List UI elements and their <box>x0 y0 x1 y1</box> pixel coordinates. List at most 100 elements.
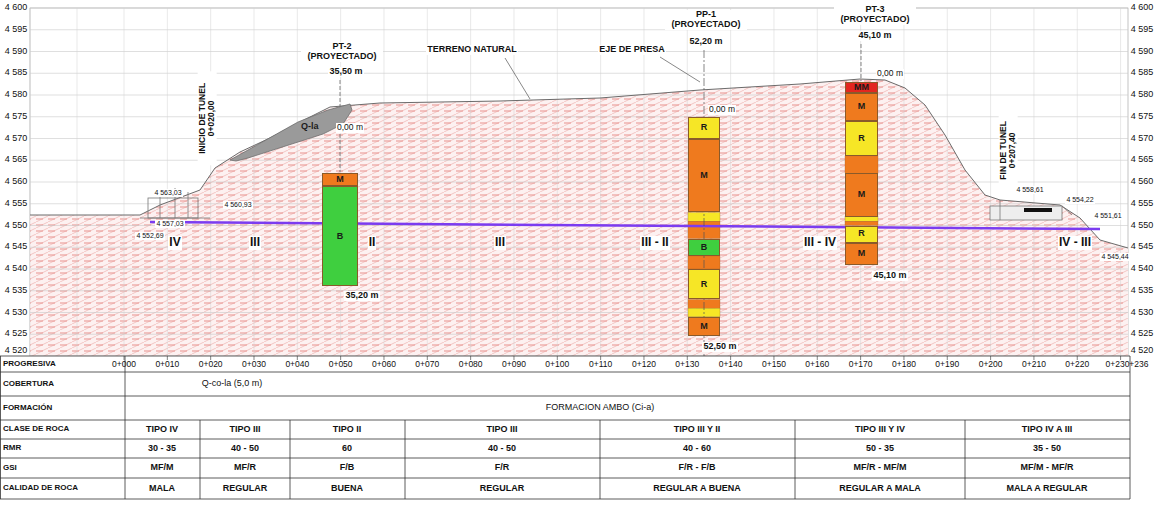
table-rule <box>0 499 1130 500</box>
grid-line <box>167 8 168 356</box>
elevation-tick: 4 580 <box>1131 90 1154 100</box>
station-label: 0+230+236 <box>1105 360 1148 369</box>
table-rule <box>0 458 1130 459</box>
grid-line <box>30 8 1128 9</box>
tunnel-portal <box>148 198 198 218</box>
elevation-tick: 4 595 <box>1131 25 1154 35</box>
station-label: 0+020 <box>199 360 223 369</box>
gsi-cell: F/B <box>340 463 355 473</box>
elevation-tick: 4 585 <box>1131 68 1154 78</box>
grid-line <box>30 116 1128 117</box>
grid-line <box>297 8 298 356</box>
borehole-depth: 45,10 m <box>872 271 907 281</box>
borehole-interval: M <box>845 93 878 121</box>
table-rule <box>0 356 1130 499</box>
borehole-depth: 35,20 m <box>344 291 379 301</box>
grid-line <box>77 8 78 356</box>
elevation-tick: 4 600 <box>1131 3 1154 13</box>
tunnel-portal <box>990 206 1062 220</box>
rock-class-cell: TIPO III Y IV <box>855 425 905 435</box>
deposit-outline <box>230 104 352 161</box>
elevation-tick: 4 565 <box>5 155 28 165</box>
row-header: FORMACIÓN <box>3 404 52 413</box>
station-label: 0+210 <box>1022 360 1046 369</box>
station-label: 0+040 <box>285 360 309 369</box>
rock-class-cell: TIPO II <box>333 425 362 435</box>
table-rule <box>1130 356 1131 499</box>
grid-line <box>30 312 1128 313</box>
leader-line <box>340 44 861 420</box>
borehole-interval: R <box>845 226 878 243</box>
elevation-tick: 4 590 <box>1131 47 1154 57</box>
dam-axis-label: EJE DE PRESA <box>598 45 666 55</box>
rock-quality-cell: MALA <box>149 484 175 494</box>
borehole-interval: M <box>845 173 878 217</box>
grid-line <box>730 8 731 356</box>
elevation-tick: 4 555 <box>5 199 28 209</box>
table-rule <box>125 356 126 499</box>
grid-line <box>124 8 125 356</box>
station-label: 0+130 <box>675 360 699 369</box>
rock-quality-code: B <box>337 232 344 241</box>
tunnel-portal <box>1024 208 1052 212</box>
grid-line <box>30 138 1128 139</box>
elevation-tick: 4 575 <box>5 112 28 122</box>
elevation-tick: 4 560 <box>5 177 28 187</box>
depth-zero: 0,00 m <box>336 123 364 132</box>
gsi-cell: F/R <box>495 463 510 473</box>
elevation-tick: 4 560 <box>1131 177 1154 187</box>
elevation-tick: 4 570 <box>1131 134 1154 144</box>
gsi-cell: MF/R - MF/M <box>854 463 907 473</box>
tunnel-portal <box>1062 206 1072 215</box>
table-rule <box>600 420 601 499</box>
elevation-tick: 4 530 <box>1131 308 1154 318</box>
rmr-cell: 40 - 60 <box>683 444 711 454</box>
table-rule <box>0 396 1130 397</box>
rmr-cell: 35 - 50 <box>1033 444 1061 454</box>
borehole-interval: B <box>688 239 720 256</box>
borehole-interval: M <box>845 243 878 265</box>
plot-frame <box>30 8 1128 356</box>
grid-line <box>30 8 1128 356</box>
grid-line <box>30 290 1128 291</box>
elevation-tick: 4 585 <box>5 68 28 78</box>
rock-class-cell: TIPO III Y II <box>674 425 721 435</box>
table-rule <box>0 439 1130 440</box>
grid-line <box>30 51 1128 52</box>
rock-class-cell: TIPO IV A III <box>1022 425 1072 435</box>
table-rule <box>795 420 796 499</box>
leader-line <box>861 44 862 81</box>
grid-line <box>903 8 904 356</box>
borehole-name: PP-1 (PROYECTADO) <box>665 10 747 30</box>
portal-elevation: 4 557,03 <box>155 220 184 228</box>
elevation-tick: 4 600 <box>5 3 28 13</box>
leader-line <box>505 58 530 99</box>
station-label: 0+100 <box>545 360 569 369</box>
elevation-tick: 4 550 <box>1131 221 1154 231</box>
borehole-depth: 52,50 m <box>702 342 737 352</box>
grid-line <box>30 182 1128 183</box>
rmr-cell: 50 - 35 <box>866 444 894 454</box>
elevation-tick: 4 535 <box>1131 286 1154 296</box>
leader-line <box>660 57 700 82</box>
rock-quality-code: M <box>700 322 708 331</box>
cover-cell: Q-co-la (5,0 m) <box>202 379 263 389</box>
station-label: 0+030 <box>242 360 266 369</box>
rock-quality-cell: REGULAR A MALA <box>839 484 920 494</box>
rock-class-numeral: III - II <box>640 236 669 249</box>
rock-quality-cell: REGULAR <box>223 484 268 494</box>
table-rule <box>290 420 291 499</box>
elevation-tick: 4 550 <box>5 221 28 231</box>
rock-quality-code: M <box>858 249 866 258</box>
deposit-outline <box>228 100 353 162</box>
station-label: 0+170 <box>849 360 873 369</box>
table-rule <box>0 478 1130 479</box>
rock-mass <box>30 79 1128 356</box>
rock-class-cell: TIPO IV <box>146 425 178 435</box>
tunnel-portal <box>140 218 210 219</box>
table-rule <box>405 420 406 499</box>
table-ground <box>0 356 1130 499</box>
rock-quality-code: M <box>858 190 866 199</box>
grid-line <box>30 269 1128 270</box>
